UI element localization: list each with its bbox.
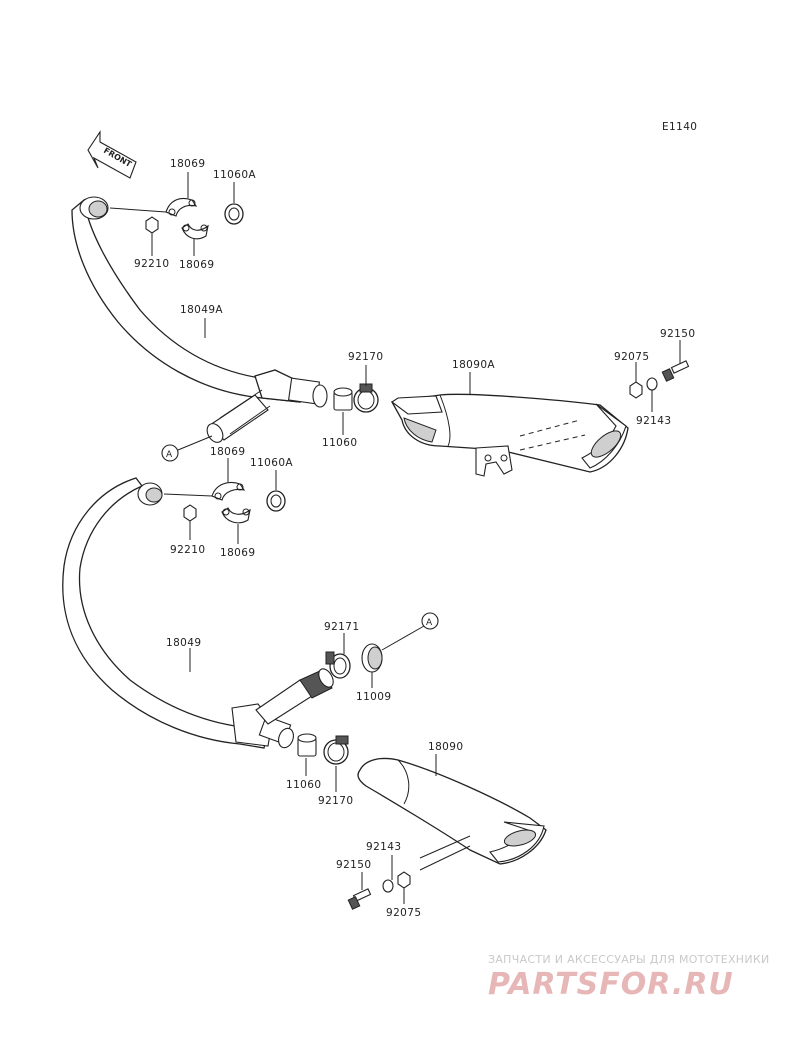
clamp-band-92171	[325, 651, 351, 679]
ref-marker-a-right	[421, 612, 439, 630]
label-clamp-band-small: 92171	[324, 621, 359, 633]
clamp-18069-lower	[181, 223, 209, 240]
muffler-18090a	[390, 393, 629, 477]
label-washer-bot: 92143	[366, 841, 401, 853]
label-bolt-top: 92150	[660, 328, 695, 340]
label-clamp-top-a: 18069	[170, 158, 205, 170]
watermark-subtitle: ЗАПЧАСТИ И АКСЕССУАРЫ ДЛЯ МОТОТЕХНИКИ	[488, 953, 770, 966]
clamp-18069-bottom-top	[211, 481, 246, 501]
gasket-11060a-top	[224, 203, 244, 225]
label-gasket-bot: 11060A	[250, 457, 293, 469]
exhaust-pipe-a	[71, 196, 328, 443]
label-gasket-joint-bot: 11060	[286, 779, 321, 791]
watermark: ЗАПЧАСТИ И АКСЕССУАРЫ ДЛЯ МОТОТЕХНИКИ PA…	[488, 953, 770, 1002]
clamp-band-92170-top	[353, 383, 379, 413]
label-washer-top: 92143	[636, 415, 671, 427]
label-clamp-band-top: 92170	[348, 351, 383, 363]
ref-marker-a-left	[161, 444, 179, 462]
label-exhaust-pipe: 18049	[166, 637, 201, 649]
label-nut-top: 92210	[134, 258, 169, 270]
label-bolt-bot: 92150	[336, 859, 371, 871]
nut-92075-top	[629, 381, 643, 399]
label-gasket-top: 11060A	[213, 169, 256, 181]
svg-text:A: A	[166, 450, 173, 460]
gasket-11060a-bottom	[266, 490, 286, 512]
washer-92143-bottom	[382, 879, 394, 893]
bolt-92150-bottom	[347, 888, 372, 910]
label-nut-muffler-bot: 92075	[386, 907, 421, 919]
exhaust-pipe	[62, 477, 334, 749]
label-nut-bot: 92210	[170, 544, 205, 556]
label-gasket-cross: 11009	[356, 691, 391, 703]
label-gasket-joint-top: 11060	[322, 437, 357, 449]
gasket-11060-bottom	[297, 733, 317, 757]
label-clamp-band-bot: 92170	[318, 795, 353, 807]
nut-92075-bottom	[397, 871, 411, 889]
nut-92210-bottom	[183, 504, 197, 522]
label-nut-muffler-top: 92075	[614, 351, 649, 363]
clamp-18069-top	[165, 197, 198, 217]
clamp-band-92170-bottom	[323, 735, 349, 765]
watermark-brand: PARTSFOR.RU	[488, 967, 734, 1002]
diagram-code: E1140	[662, 121, 697, 133]
label-muffler: 18090	[428, 741, 463, 753]
label-clamp-bot-b: 18069	[220, 547, 255, 559]
label-exhaust-pipe-a: 18049A	[180, 304, 223, 316]
label-clamp-top-b: 18069	[179, 259, 214, 271]
label-muffler-a: 18090A	[452, 359, 495, 371]
washer-92143-top	[646, 377, 658, 391]
gasket-11009	[361, 643, 383, 673]
label-clamp-bot-a: 18069	[210, 446, 245, 458]
bolt-92150-top	[661, 360, 690, 382]
gasket-11060-top	[333, 387, 353, 411]
nut-92210-top	[145, 216, 159, 234]
muffler-18090	[357, 757, 547, 871]
clamp-18069-bottom-lower	[221, 507, 251, 524]
svg-text:A: A	[426, 618, 433, 628]
front-arrow-icon: FRONT	[87, 130, 137, 179]
